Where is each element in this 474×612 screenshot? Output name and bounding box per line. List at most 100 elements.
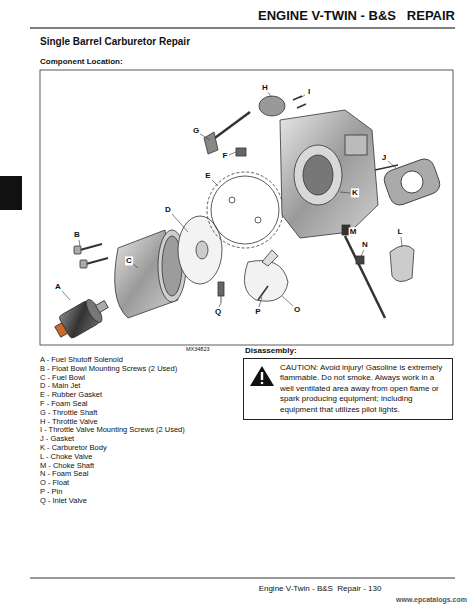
choke-shaft: [345, 236, 385, 318]
bowl-screws: [80, 260, 87, 268]
footer-rule: [30, 578, 455, 579]
callout-letter: B: [73, 230, 81, 239]
leader-lines: [200, 134, 210, 140]
leader-lines: [401, 237, 402, 247]
leader-lines: [340, 192, 350, 193]
section-heading: Single Barrel Carburetor Repair: [40, 36, 190, 48]
warning-icon: [249, 364, 275, 388]
carburetor-body: [280, 110, 378, 238]
part-list-item: F - Foam Seal: [40, 400, 88, 409]
gasket-j: [398, 168, 426, 196]
leader-lines: [282, 296, 293, 306]
leader-lines: [79, 240, 80, 246]
subheading: Component Location:: [40, 57, 123, 66]
pin: [258, 286, 268, 300]
page-footer: Engine V-Twin - B&S Repair - 130: [259, 584, 382, 593]
figure-number: MX34823: [186, 346, 210, 352]
warning-icon: [261, 382, 264, 385]
part-list-item: G - Throttle Shaft: [40, 409, 97, 418]
callout-letter: E: [204, 171, 211, 180]
leader-lines: [361, 250, 364, 256]
foam-seal-f: [236, 148, 246, 156]
choke-valve: [390, 245, 414, 281]
fuel-shutoff-solenoid: [96, 301, 109, 313]
float: [244, 261, 288, 302]
part-list-item: A - Fuel Shutoff Solenoid: [40, 356, 123, 365]
leader-lines: [219, 303, 221, 307]
side-tab: [0, 176, 22, 210]
part-list-item: C - Fuel Bowl: [40, 374, 85, 383]
pin: [258, 286, 268, 300]
callout-letter: O: [293, 305, 301, 314]
header-rule: [30, 27, 455, 28]
gasket-j: [381, 156, 442, 208]
choke-shaft: [342, 225, 385, 318]
caution-text: CAUTION: Avoid injury! Gasoline is extre…: [280, 363, 447, 415]
throttle-valve: [259, 96, 285, 116]
callout-letter: F: [222, 151, 229, 160]
valve-screws: [293, 96, 306, 108]
callout-letter: I: [307, 87, 311, 96]
part-list-item: N - Foam Seal: [40, 470, 88, 479]
inlet-valve: [221, 296, 222, 303]
fuel-bowl: [115, 230, 186, 318]
callout-letter: J: [381, 153, 387, 162]
callout-letter: P: [254, 307, 261, 316]
callout-letter: D: [164, 205, 172, 214]
valve-screws: [297, 104, 306, 108]
part-list-item: K - Carburetor Body: [40, 444, 107, 453]
footer-rule: [30, 578, 455, 579]
callout-letter: H: [261, 83, 269, 92]
part-list-item: M - Choke Shaft: [40, 462, 94, 471]
rubber-gasket: [207, 172, 283, 248]
leader-lines: [268, 92, 271, 97]
page-title: ENGINE V-TWIN - B&S REPAIR: [258, 9, 455, 24]
callout-letter: L: [397, 227, 404, 236]
leader-lines: [172, 214, 188, 232]
leader-lines: [300, 95, 305, 98]
carburetor-body: [280, 110, 398, 238]
throttle-shaft: [204, 132, 218, 154]
callout-letter: M: [349, 227, 358, 236]
callout-letter: Q: [214, 307, 222, 316]
float: [262, 250, 278, 266]
bowl-screws: [86, 258, 108, 264]
callout-letter: C: [125, 256, 133, 265]
callout-letter: K: [351, 188, 359, 197]
carburetor-body: [303, 155, 333, 195]
leader-lines: [62, 291, 70, 300]
part-list-item: J - Gasket: [40, 435, 74, 444]
watermark: www.epcatalogs.com: [396, 596, 467, 604]
part-list-item: E - Rubber Gasket: [40, 391, 102, 400]
fuel-shutoff-solenoid: [55, 323, 68, 337]
caution-box: CAUTION: Avoid injury! Gasoline is extre…: [243, 358, 453, 420]
foam-seal-f: [236, 148, 246, 156]
part-list-item: P - Pin: [40, 488, 62, 497]
leader-lines: [388, 161, 396, 168]
callout-letter: N: [361, 240, 369, 249]
throttle-valve: [259, 96, 285, 116]
carburetor-body: [345, 135, 367, 155]
rubber-gasket: [229, 197, 235, 203]
callout-letter: A: [54, 282, 62, 291]
callout-letter: G: [192, 126, 200, 135]
part-list-item: H - Throttle Valve: [40, 418, 98, 427]
valve-screws: [293, 96, 302, 100]
inlet-valve: [218, 282, 224, 303]
part-list-item: I - Throttle Valve Mounting Screws (2 Us…: [40, 426, 185, 435]
leader-lines: [62, 92, 402, 307]
choke-valve: [390, 245, 414, 281]
rubber-gasket: [207, 172, 283, 248]
part-list-item: D - Main Jet: [40, 382, 80, 391]
leader-lines: [133, 264, 138, 268]
gasket-j: [381, 156, 442, 208]
part-list-item: O - Float: [40, 479, 69, 488]
foam-seal-n: [356, 256, 364, 264]
warning-icon: [261, 372, 263, 380]
rubber-gasket: [255, 217, 261, 223]
rubber-gasket: [211, 176, 279, 244]
leader-lines: [259, 297, 262, 307]
part-list-item: Q - Inlet Valve: [40, 497, 87, 506]
illustration-frame: [40, 70, 453, 345]
fuel-shutoff-solenoid: [51, 293, 112, 344]
